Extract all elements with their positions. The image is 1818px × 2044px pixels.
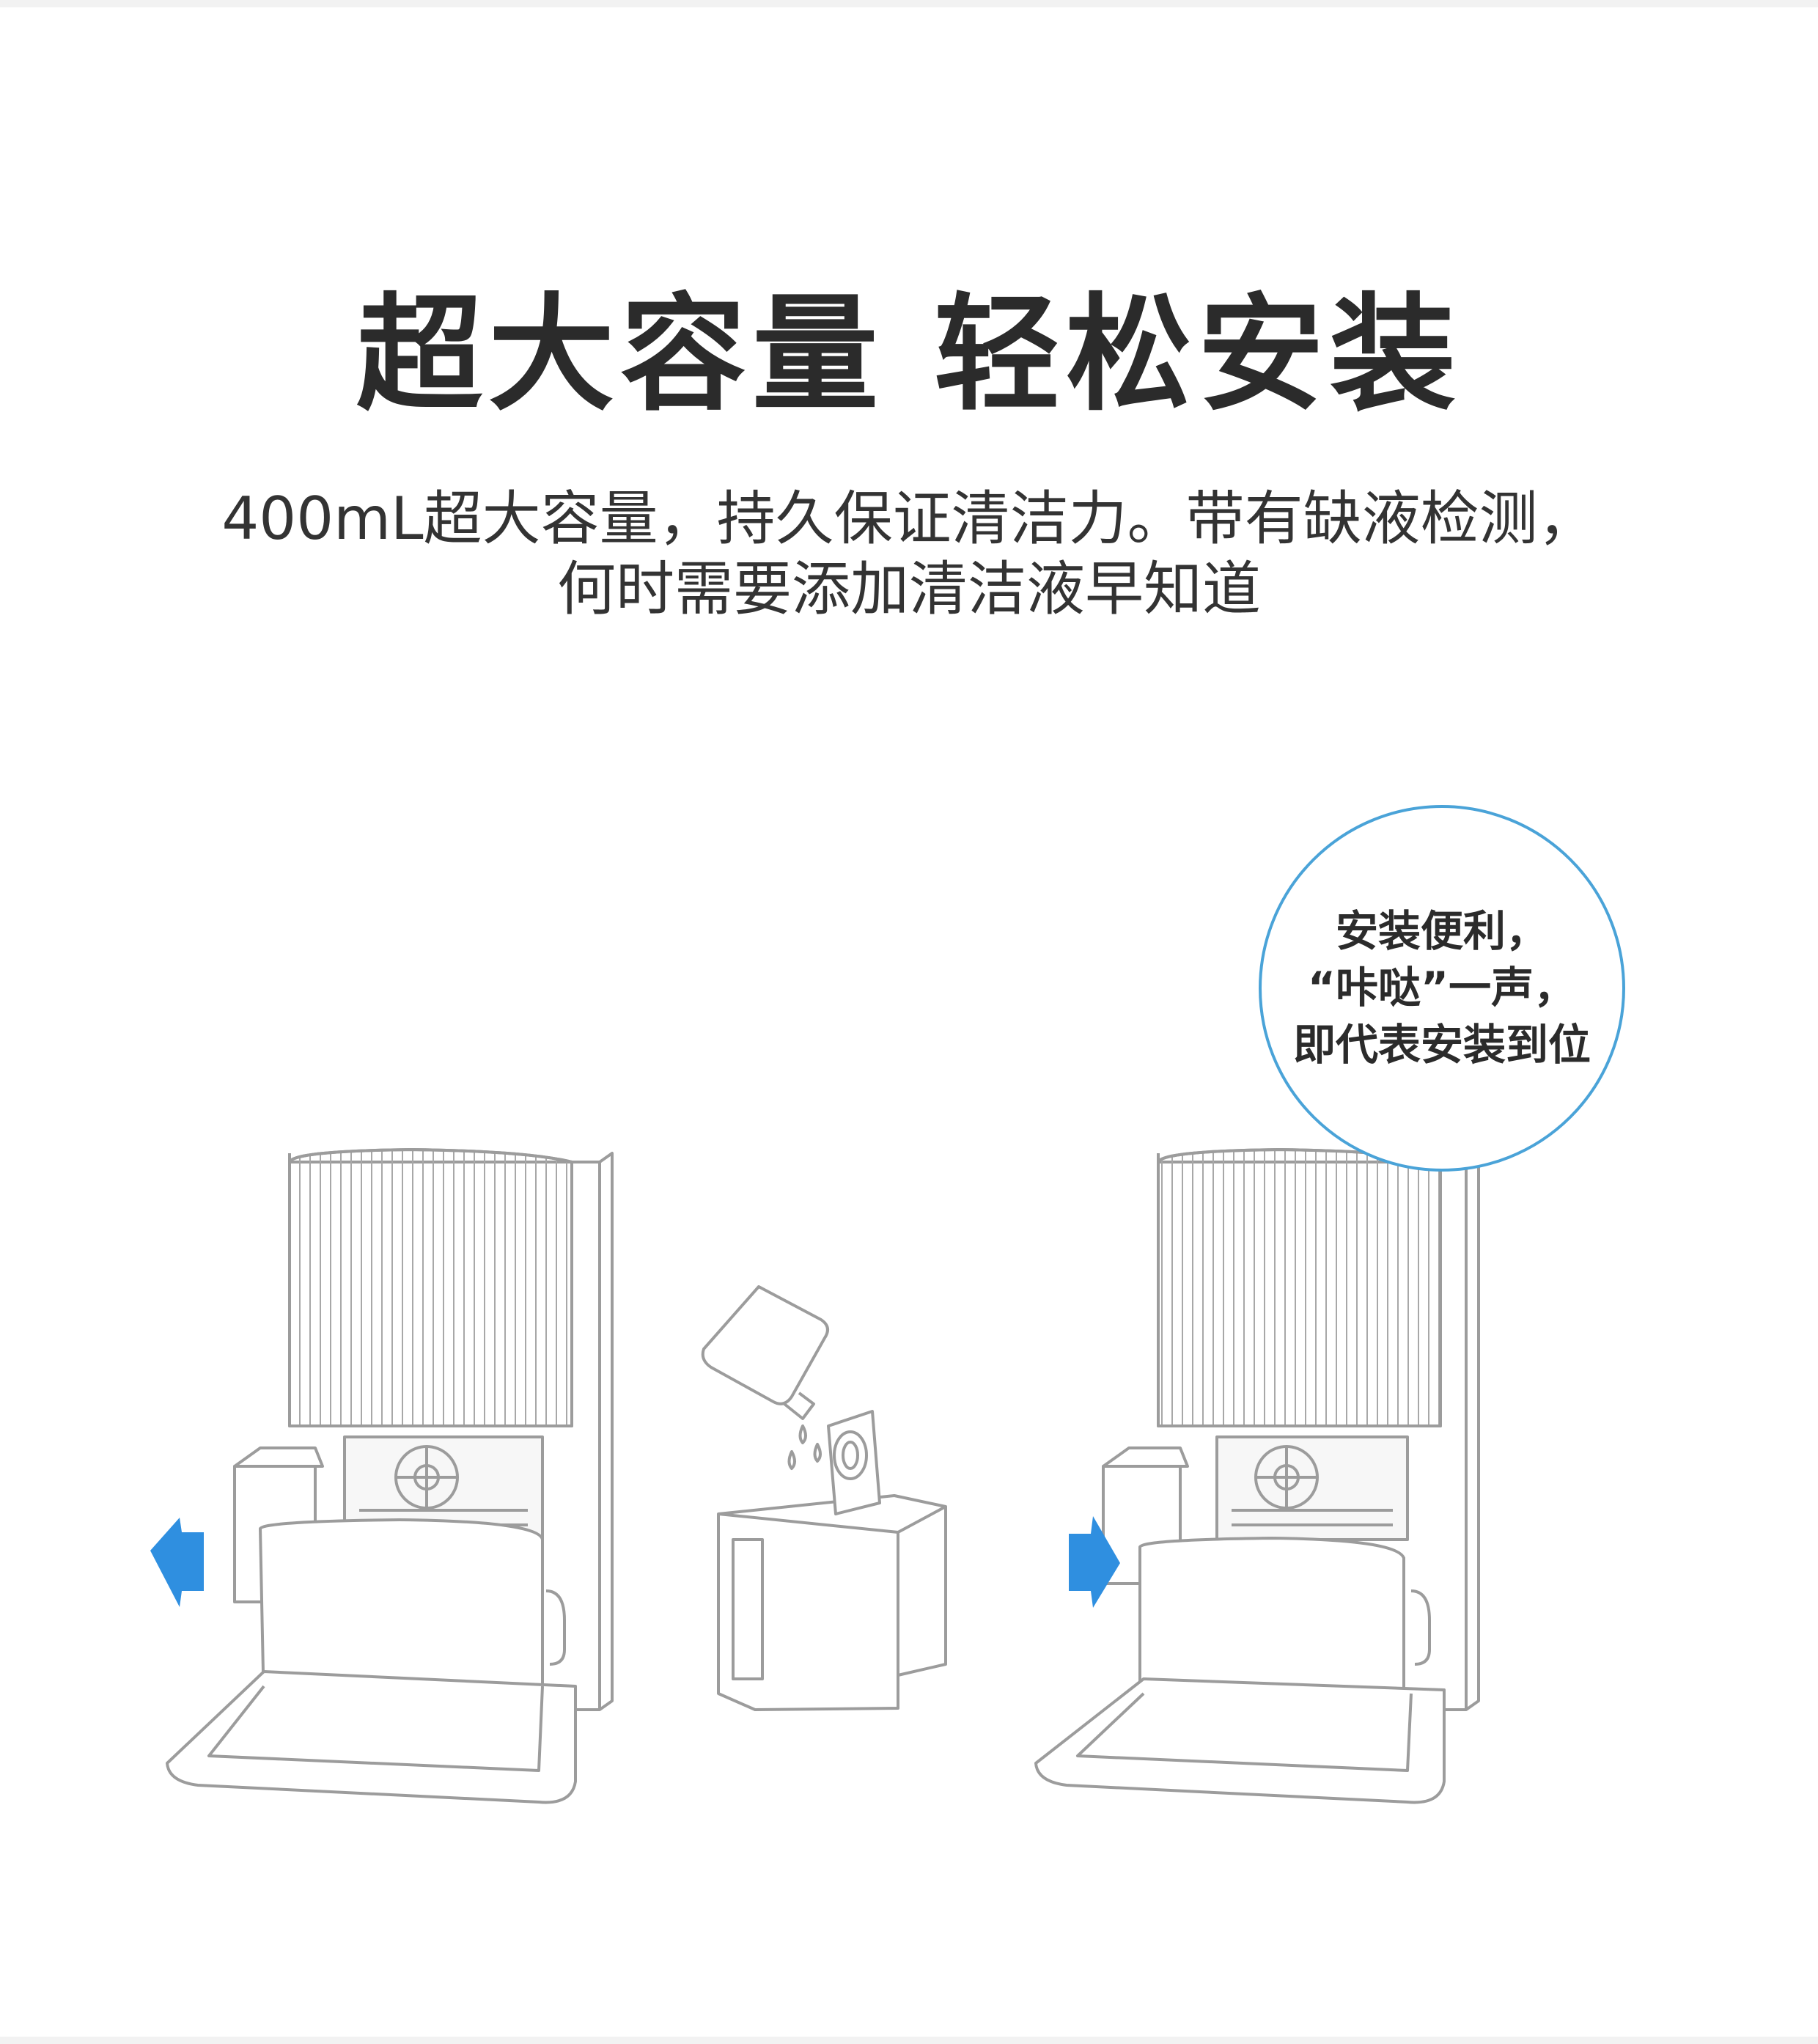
base-station-tank-installed (1034, 1148, 1480, 1804)
refill-tank-illustration (701, 1285, 947, 1711)
arrow-right-icon (1069, 1516, 1120, 1608)
installation-callout: 安装便利， “咔哒”一声， 即代表安装到位 (1259, 805, 1625, 1172)
callout-line-1: 安装便利， (1335, 906, 1548, 957)
callout-line-2: “咔哒”一声， (1307, 963, 1577, 1013)
headline: 超大容量 轻松安装 (356, 281, 1462, 428)
arrow-left-icon (150, 1518, 204, 1607)
installation-illustration (150, 1148, 1480, 1804)
callout-line-3: 即代表安装到位 (1292, 1019, 1591, 1070)
base-station-tank-removed (166, 1148, 614, 1804)
product-feature-page: 超大容量 轻松安装 400mL超大容量，持久保证清洁力。带有缺液检测， 何时需要… (0, 7, 1818, 2037)
description-line-2: 何时需要添加清洁液早知道 (557, 555, 1261, 623)
description-line-1: 400mL超大容量，持久保证清洁力。带有缺液检测， (221, 485, 1597, 553)
